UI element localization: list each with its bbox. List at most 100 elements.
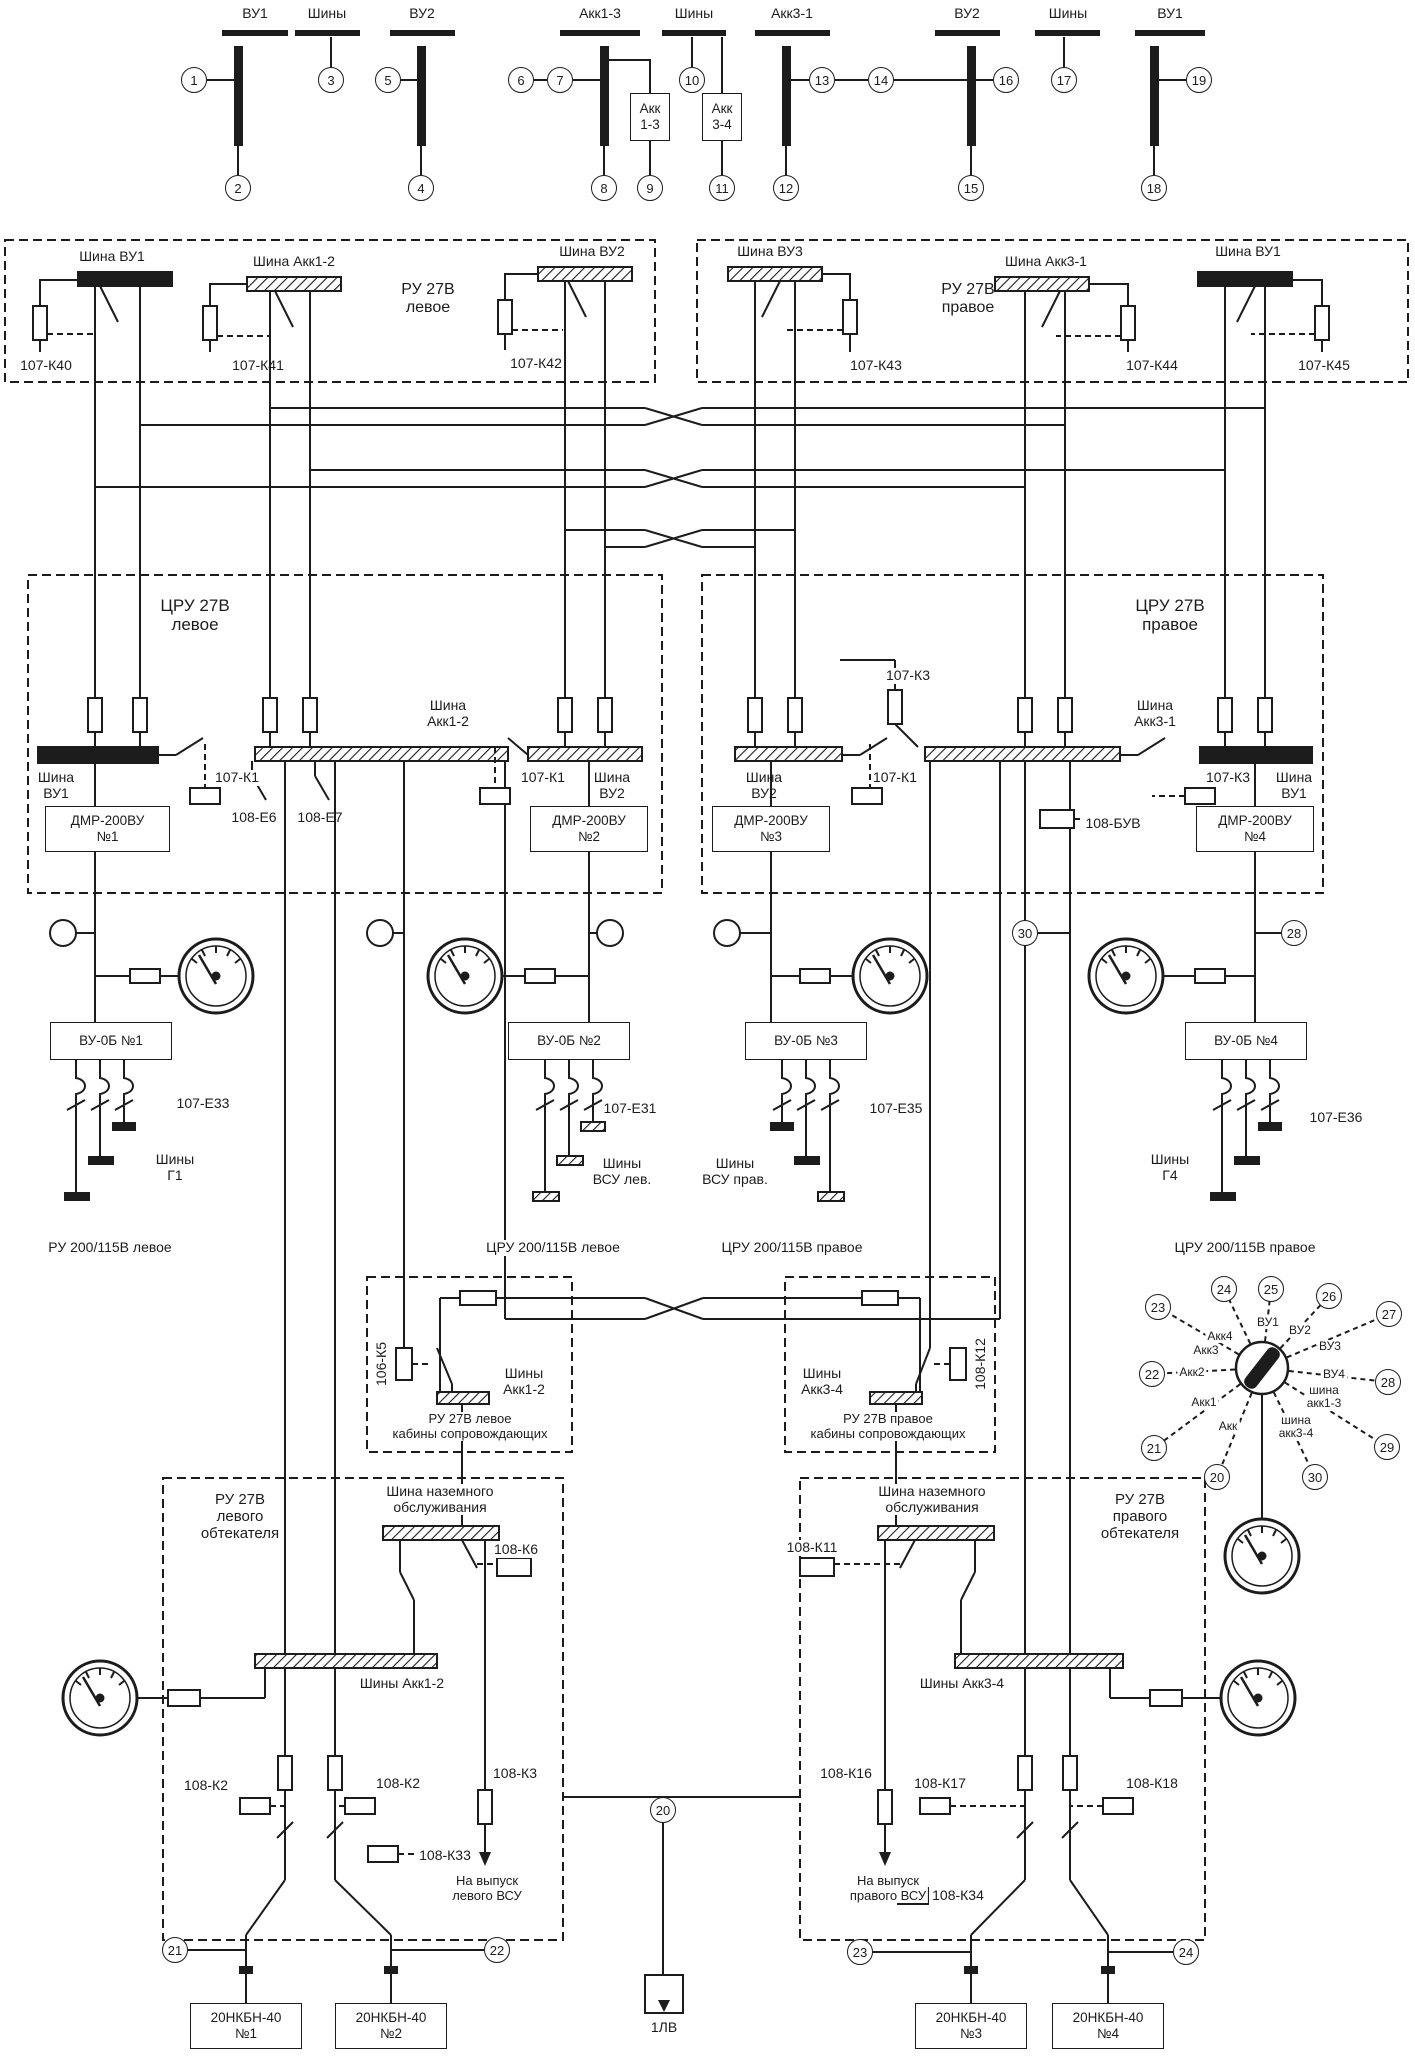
label-106-к5: 106-К5 <box>373 1340 390 1388</box>
component-ву-0б-1: ВУ-0Б №1 <box>50 1022 172 1060</box>
label-108-к2: 108-К2 <box>184 1777 228 1793</box>
label-108-к16: 108-К16 <box>820 1765 872 1781</box>
ref-circle-2: 2 <box>225 175 251 201</box>
ref-circle-28: 28 <box>1281 920 1307 946</box>
cru27-right-panel <box>701 574 1324 894</box>
component-20нкбн-40: 20НКБН-40 №4 <box>1052 2003 1164 2049</box>
ref-circle-22: 22 <box>1139 1361 1165 1387</box>
ref-circle-27: 27 <box>1376 1301 1402 1327</box>
label-ву2: ВУ2 <box>409 5 435 21</box>
label-шина: Шина Акк1-2 <box>427 697 469 729</box>
ref-circle-28: 28 <box>1375 1369 1401 1395</box>
label-108-к34: 108-К34 <box>930 1887 986 1904</box>
label-цру-200-115в-правое: ЦРУ 200/115В правое <box>1172 1239 1318 1256</box>
label-цру-27в: ЦРУ 27В левое <box>160 596 230 635</box>
label-цру-200-115в-левое: ЦРУ 200/115В левое <box>484 1239 622 1256</box>
ref-circle-22: 22 <box>484 1937 510 1963</box>
ref-circle-29: 29 <box>1374 1434 1400 1460</box>
attendant-cabin-panels <box>366 1276 1000 1526</box>
cru27-left-panel <box>27 574 663 894</box>
label-шины: Шины Г1 <box>155 1151 195 1183</box>
fairing-right-panel <box>799 1477 1297 2003</box>
ref-circle-21: 21 <box>162 1937 188 1963</box>
fairing-left-panel <box>61 1477 564 2003</box>
label-107-к3: 107-К3 <box>1204 769 1252 786</box>
label-107-к1: 107-К1 <box>213 769 261 786</box>
ref-circle-20: 20 <box>1204 1464 1230 1490</box>
ref-circle-20: 20 <box>650 1797 676 1823</box>
label-шина-акк1-2: Шина Акк1-2 <box>253 253 335 269</box>
label-ву1: ВУ1 <box>242 5 268 21</box>
ref-circle-8: 8 <box>591 175 617 201</box>
component-дмр-200ву: ДМР-200ВУ №3 <box>712 806 830 852</box>
label-шины: Шины ВСУ прав. <box>702 1155 768 1187</box>
ref-circle-7: 7 <box>547 67 573 93</box>
label-ру-27в-правое: РУ 27В правое кабины сопровождающих <box>808 1411 968 1442</box>
label-1лв: 1ЛВ <box>650 2019 678 2035</box>
label-107-к45: 107-К45 <box>1298 357 1350 373</box>
ref-circle-25: 25 <box>1258 1276 1284 1302</box>
ref-circle-11: 11 <box>709 175 735 201</box>
ref-circle-9: 9 <box>637 175 663 201</box>
dmr-and-ammeters <box>49 761 1281 1022</box>
label-108-к17: 108-К17 <box>914 1775 966 1791</box>
wire-crossings <box>95 407 1265 548</box>
label-108-к2: 108-К2 <box>376 1775 420 1791</box>
voltmeter-selector <box>1151 1288 1390 1595</box>
ref-circle-14: 14 <box>868 67 894 93</box>
label-цру-200-115в-правое: ЦРУ 200/115В правое <box>719 1239 865 1256</box>
ammeter-vu3 <box>851 937 929 1015</box>
component-дмр-200ву: ДМР-200ВУ №4 <box>1196 806 1314 852</box>
ref-circle-6: 6 <box>508 67 534 93</box>
label-107-к40: 107-К40 <box>20 357 72 373</box>
label-ру-27в: РУ 27В левое <box>401 281 455 316</box>
label-шина: Шина ВУ2 <box>593 769 631 801</box>
ref-circle-21: 21 <box>1141 1435 1167 1461</box>
label-107-е35: 107-Е35 <box>869 1100 923 1116</box>
label-шина: Шина Акк3-1 <box>1134 697 1176 729</box>
label-шины: Шины <box>674 5 714 21</box>
label-107-е36: 107-Е36 <box>1309 1109 1363 1125</box>
label-ру-27в-левое: РУ 27В левое кабины сопровождающих <box>390 1411 550 1442</box>
ref-circle-5: 5 <box>375 67 401 93</box>
label-ву3: ВУ3 <box>1317 1339 1343 1354</box>
label-ву1: ВУ1 <box>1157 5 1183 21</box>
label-шины: Шины <box>307 5 347 21</box>
vu0b-outputs <box>64 1060 1282 1202</box>
voltmeter-gauge <box>1223 1517 1301 1595</box>
label-шина: Шина ВУ1 <box>1275 769 1313 801</box>
label-108-к3: 108-К3 <box>493 1765 537 1781</box>
label-107-к44: 107-К44 <box>1126 357 1178 373</box>
label-шины: Шины ВСУ лев. <box>592 1155 652 1187</box>
ref-circle-19: 19 <box>1186 67 1212 93</box>
apu-release-arrow-right <box>879 1852 891 1866</box>
component-дмр-200ву: ДМР-200ВУ №1 <box>45 806 170 852</box>
ref-circle-26: 26 <box>1316 1283 1342 1309</box>
label-шина-наземного: Шина наземного обслуживания <box>876 1483 988 1516</box>
label-ву2: ВУ2 <box>1287 1323 1313 1338</box>
component-акк: Акк 1-3 <box>630 93 670 141</box>
ref-circle-10: 10 <box>679 67 705 93</box>
ref-circle-30: 30 <box>1012 920 1038 946</box>
top-legend <box>207 30 1205 175</box>
ref-circle-4: 4 <box>408 175 434 201</box>
label-акк1-3: Акк1-3 <box>579 5 621 21</box>
label-ру-27в: РУ 27В правое <box>941 281 995 316</box>
ru27-right-panel <box>696 239 1409 383</box>
label-на-выпуск: На выпуск правого ВСУ <box>847 1873 929 1904</box>
label-108-е7: 108-Е7 <box>297 809 343 825</box>
ammeter-vu1 <box>177 937 255 1015</box>
label-107-к1: 107-К1 <box>519 769 567 786</box>
component-ву-0б-2: ВУ-0Б №2 <box>508 1022 630 1060</box>
label-108-к33: 108-К33 <box>417 1847 473 1864</box>
label-108-к12: 108-К12 <box>972 1336 989 1392</box>
ammeter-vu2 <box>426 937 504 1015</box>
label-шина-ву3: Шина ВУ3 <box>737 243 803 259</box>
component-дмр-200ву: ДМР-200ВУ №2 <box>530 806 648 852</box>
label-шины: Шины Акк1-2 <box>501 1365 547 1398</box>
ref-circle-13: 13 <box>809 67 835 93</box>
ref-circle-17: 17 <box>1051 67 1077 93</box>
component-ву-0б-3: ВУ-0Б №3 <box>745 1022 867 1060</box>
